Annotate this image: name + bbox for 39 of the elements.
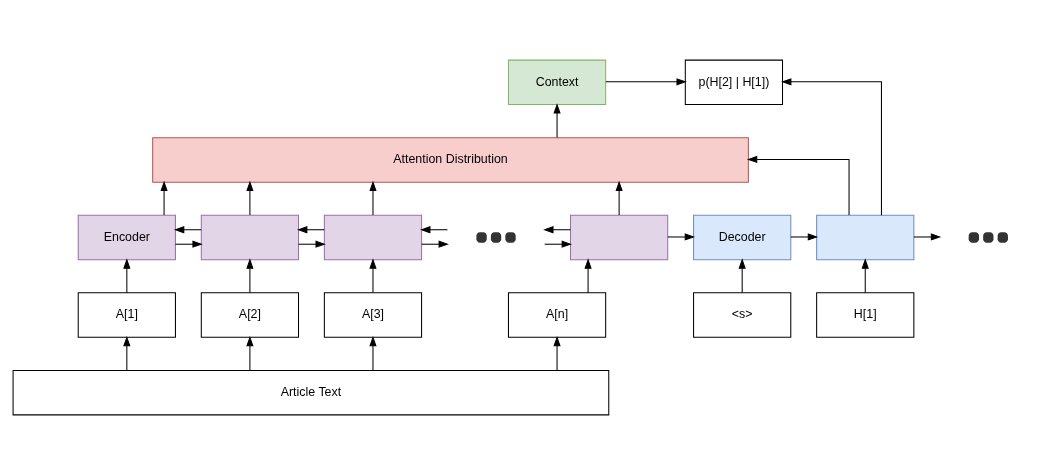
arrow bbox=[861, 257, 869, 293]
arrow bbox=[913, 232, 942, 241]
arrow bbox=[173, 225, 202, 233]
arrow bbox=[123, 257, 131, 293]
arrow bbox=[369, 180, 377, 216]
arrow bbox=[123, 335, 131, 371]
node-box: p(H[2] | H[1]) bbox=[684, 59, 784, 105]
node-box bbox=[570, 214, 669, 260]
arrow bbox=[738, 257, 746, 293]
arrow bbox=[746, 155, 850, 215]
arrow bbox=[369, 257, 377, 293]
arrow bbox=[790, 232, 819, 241]
arrow bbox=[667, 232, 696, 241]
node-box bbox=[816, 214, 915, 260]
arrow bbox=[615, 180, 623, 216]
node-box bbox=[323, 214, 423, 260]
arrow bbox=[553, 335, 561, 371]
node-box bbox=[200, 214, 300, 260]
node-box: A[n] bbox=[507, 291, 607, 338]
node-box: Article Text bbox=[12, 369, 610, 415]
arrow bbox=[369, 335, 377, 371]
node-box: Context bbox=[507, 59, 607, 105]
node-box: Attention Distribution bbox=[152, 136, 749, 183]
node-box: A[1] bbox=[77, 291, 176, 338]
arrow bbox=[160, 180, 168, 216]
arrow bbox=[781, 77, 882, 216]
arrow bbox=[553, 102, 561, 138]
node-box: Decoder bbox=[693, 214, 792, 260]
node-box: A[3] bbox=[323, 291, 423, 338]
node-box: <s> bbox=[693, 291, 792, 338]
arrow bbox=[246, 257, 254, 293]
arrow bbox=[246, 180, 254, 216]
arrow bbox=[174, 240, 203, 248]
arrow bbox=[584, 257, 592, 293]
node-box: A[2] bbox=[200, 291, 300, 338]
arrow bbox=[605, 77, 687, 85]
arrow bbox=[246, 335, 254, 371]
node-box: H[1] bbox=[816, 291, 915, 338]
node-box: Encoder bbox=[77, 214, 176, 260]
